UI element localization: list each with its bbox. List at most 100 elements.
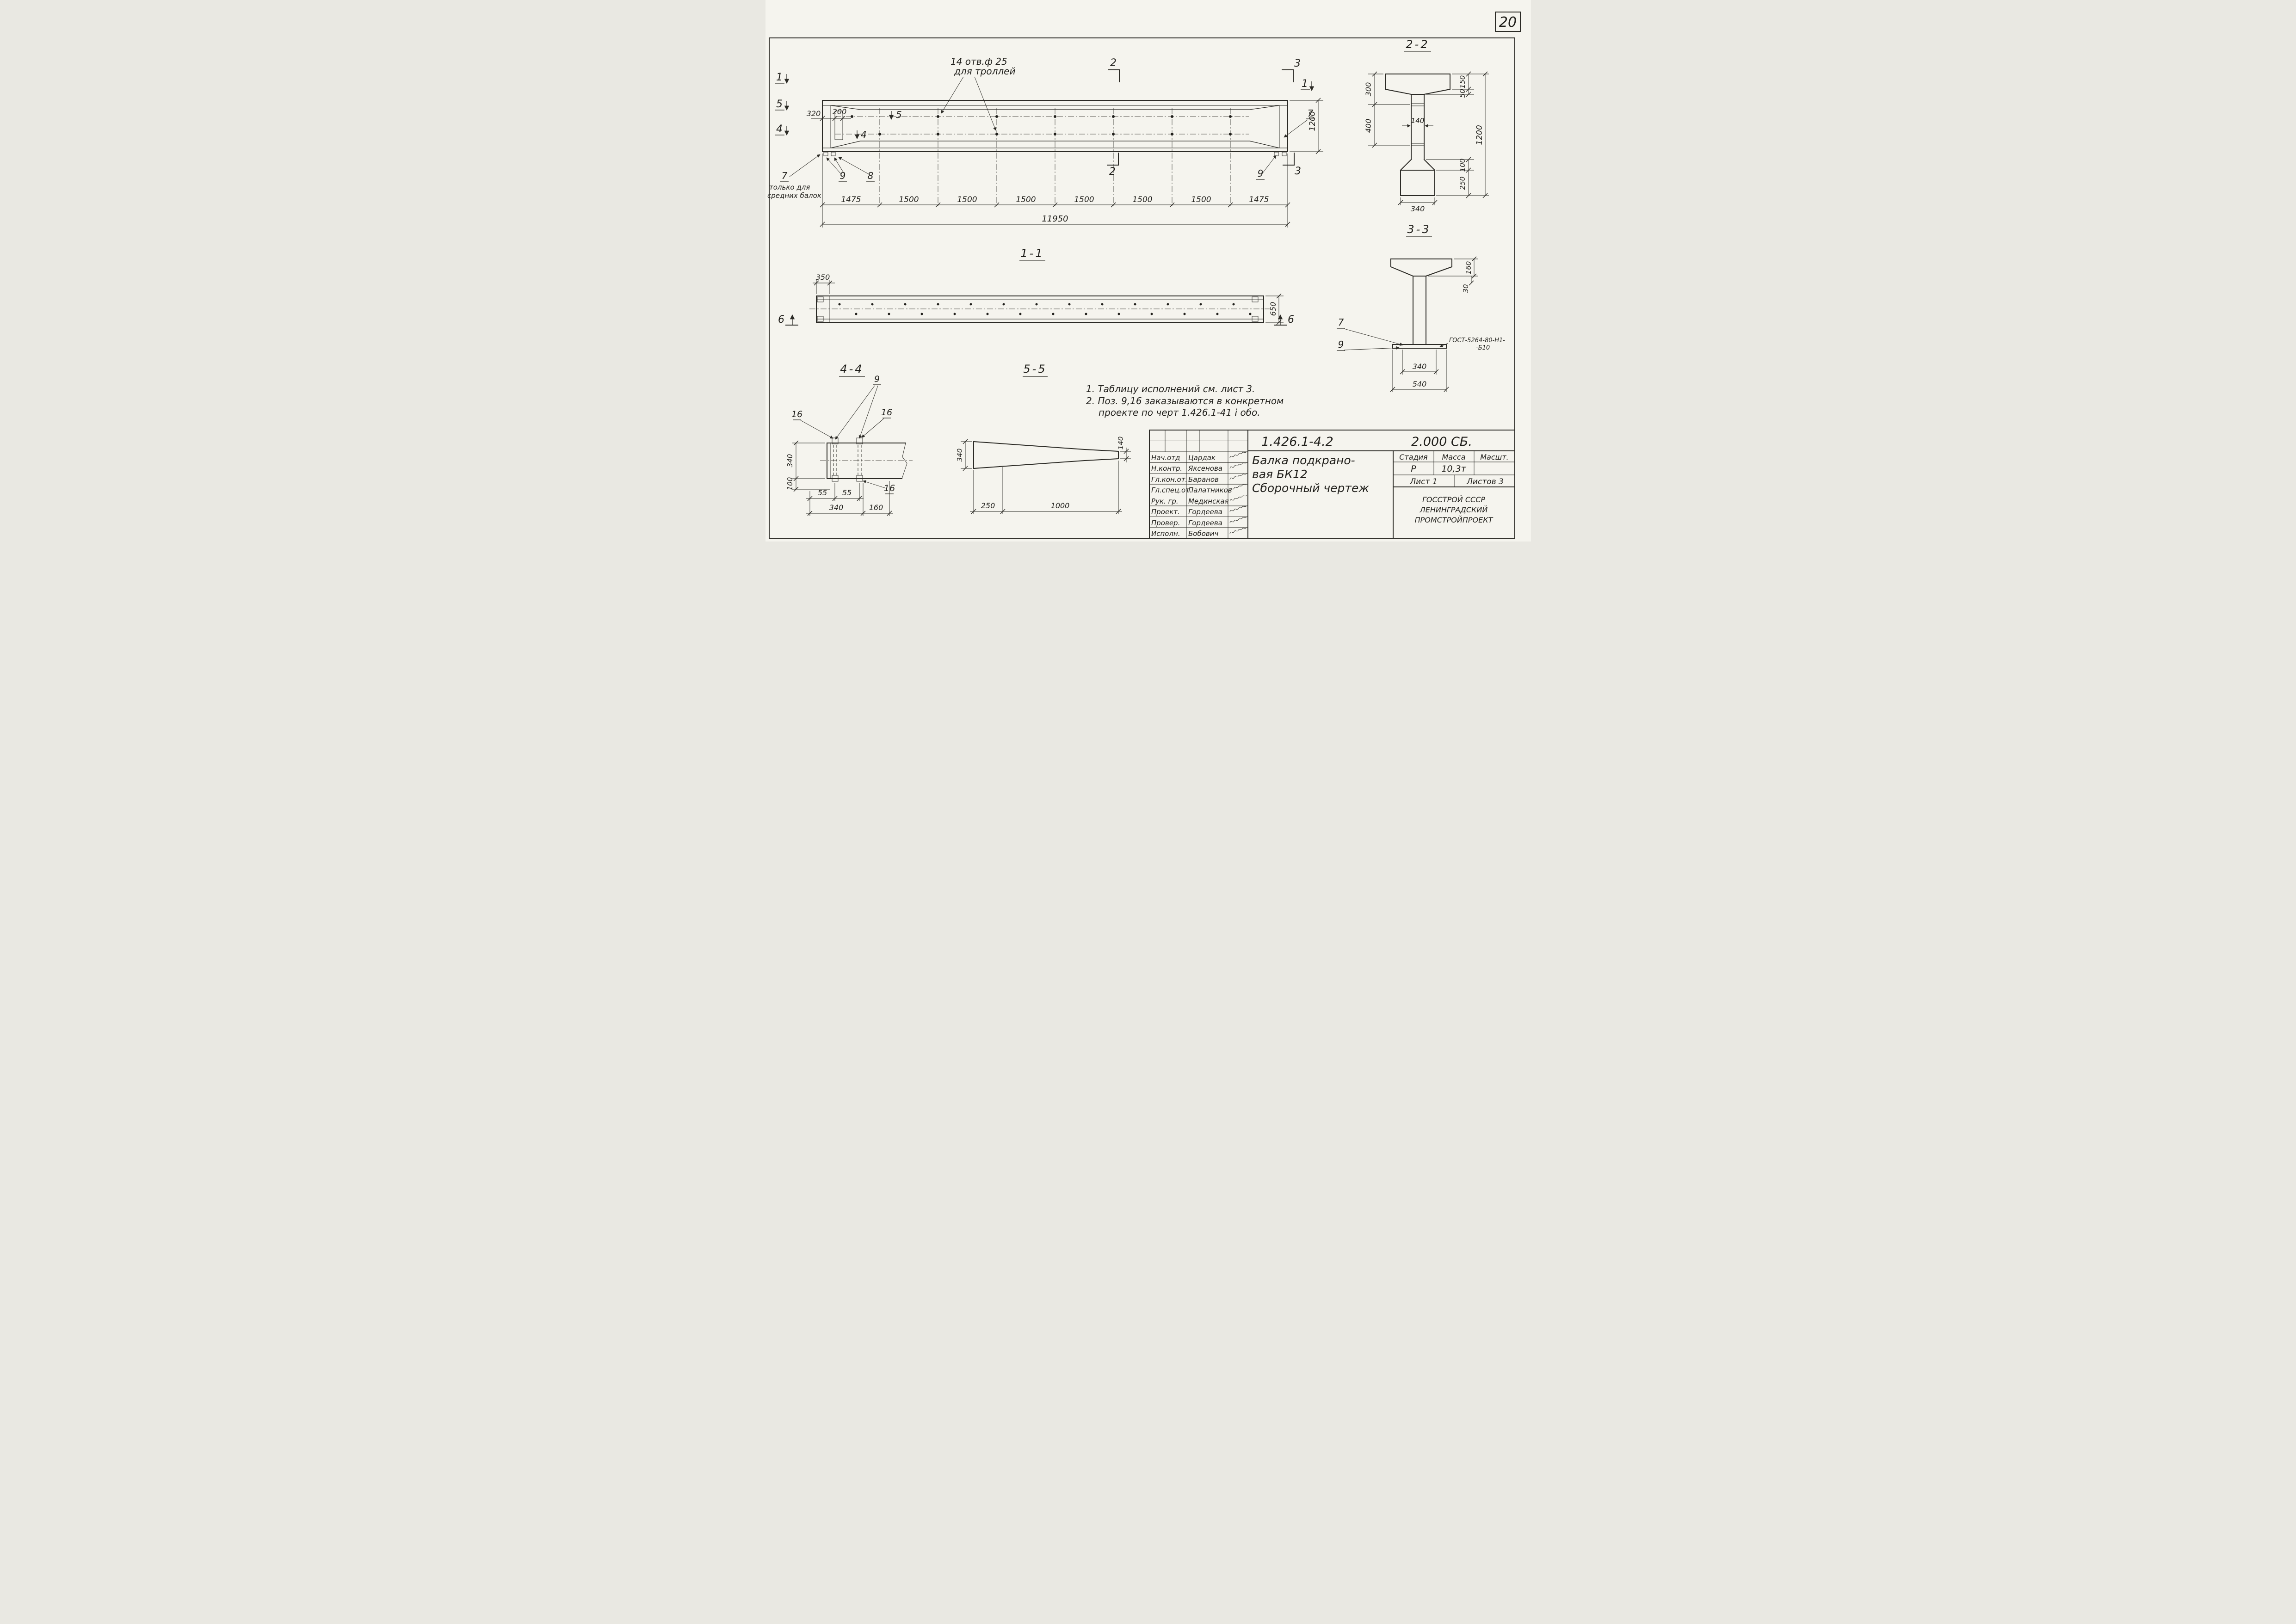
doc-title-line1: Балка подкрано- bbox=[1252, 454, 1355, 467]
section-marker-4: 4 bbox=[861, 129, 867, 140]
cut-2-top bbox=[1107, 69, 1120, 82]
doc-title-line3: Сборочный чертеж bbox=[1252, 481, 1369, 495]
dim-320: 320 bbox=[806, 109, 821, 118]
dim-segment: 1500 bbox=[1016, 195, 1036, 204]
dim-160: 160 bbox=[1464, 261, 1473, 275]
dim-height-1200: 1200 bbox=[1308, 111, 1317, 131]
section-2-2-flange bbox=[1384, 74, 1450, 95]
pos-label-9: 9 bbox=[874, 374, 879, 384]
role-label: Гл.спец.от. bbox=[1151, 486, 1192, 494]
dim-1000: 1000 bbox=[1050, 501, 1069, 510]
weld-note-leader bbox=[1439, 343, 1448, 347]
dim-340: 340 bbox=[1410, 204, 1425, 213]
doc-number: 1.426.1-4.2 bbox=[1261, 435, 1333, 449]
dim-650: 650 bbox=[1269, 302, 1278, 316]
dim-160: 160 bbox=[869, 503, 883, 512]
section-2-2-bottom-block bbox=[1400, 170, 1435, 196]
section-3-3-base-plate bbox=[1392, 344, 1447, 349]
break-line bbox=[901, 443, 907, 479]
dim-segment: 1475 bbox=[1249, 195, 1269, 204]
dim-140: 140 bbox=[1117, 437, 1125, 450]
dim-30: 30 bbox=[1462, 284, 1470, 293]
name-label: Гордеева bbox=[1188, 519, 1222, 527]
section-5-5: 5-5 340 140 250 1000 bbox=[956, 363, 1131, 514]
dimension-chain: 1475 1500 1500 1500 1500 1500 1500 1475 … bbox=[820, 154, 1290, 228]
pos-label-7: 7 bbox=[781, 170, 787, 181]
sheet-label: Лист 1 bbox=[1409, 477, 1437, 486]
dim-1200: 1200 bbox=[1475, 125, 1484, 145]
dim-340: 340 bbox=[956, 449, 964, 462]
section-marker-3: 3 bbox=[1295, 166, 1301, 177]
signature-rows: Нач.отд Цардак Н.контр. Яксенова Гл.кон.… bbox=[1151, 454, 1232, 538]
plan-holes bbox=[838, 303, 1251, 315]
cut-3-top bbox=[1281, 69, 1294, 82]
section-marker-4: 4 bbox=[776, 123, 783, 135]
role-label: Проект. bbox=[1151, 508, 1180, 516]
dim-55: 55 bbox=[817, 488, 827, 497]
dim-250: 250 bbox=[1458, 177, 1467, 190]
centerlines bbox=[834, 108, 1249, 208]
holes-note-leader bbox=[941, 76, 963, 114]
weld-gost-note-line1: ГОСТ-5264-80-Н1- bbox=[1449, 337, 1505, 344]
view-markers-left: 1 5 4 bbox=[775, 72, 789, 136]
drawing-canvas: 20 bbox=[767, 12, 1521, 539]
dim-segment: 1500 bbox=[957, 195, 977, 204]
sheets-label: Листов 3 bbox=[1466, 477, 1504, 486]
pos-label-9: 9 bbox=[839, 170, 846, 181]
pos-16-leader bbox=[800, 420, 833, 439]
cut-2-bottom bbox=[1106, 153, 1119, 166]
pos-9-leader bbox=[826, 157, 841, 175]
pos-8-leader bbox=[838, 157, 869, 175]
weld-gost-note-line2: -Б10 bbox=[1476, 344, 1490, 351]
section-marker-3: 3 bbox=[1294, 58, 1301, 69]
pos-16-leader bbox=[862, 480, 886, 489]
section-3-3-flange bbox=[1390, 258, 1452, 277]
dim-segment: 1500 bbox=[1074, 195, 1094, 204]
title-block: Нач.отд Цардак Н.контр. Яксенова Гл.кон.… bbox=[1148, 430, 1515, 539]
section-2-2: 2-2 300 400 140 150 50 100 250 1200 340 bbox=[1364, 38, 1489, 213]
note-middle-beams-1: только для bbox=[769, 183, 810, 191]
pos-16-leader bbox=[861, 418, 884, 438]
pos-label-7: 7 bbox=[1338, 317, 1344, 328]
section-1-1: 1-1 350 650 6 6 bbox=[778, 247, 1294, 326]
section-marker-2: 2 bbox=[1109, 166, 1116, 178]
dim-55: 55 bbox=[842, 488, 851, 497]
beam-outline bbox=[821, 100, 1288, 152]
name-label: Баранов bbox=[1188, 475, 1219, 484]
col-stage: Стадия bbox=[1399, 453, 1428, 461]
pos-label-16: 16 bbox=[791, 409, 802, 419]
pos-9-leader bbox=[1262, 155, 1276, 173]
dim-340: 340 bbox=[1412, 362, 1426, 371]
holes-note-line1: 14 отв.ф 25 bbox=[950, 56, 1007, 67]
pos-label-7: 7 bbox=[1307, 108, 1313, 119]
role-label: Нач.отд bbox=[1151, 454, 1180, 462]
section-marker-5: 5 bbox=[776, 98, 783, 110]
org-line3: ПРОМСТРОЙПРОЕКТ bbox=[1414, 516, 1493, 524]
signatures bbox=[1229, 451, 1247, 534]
pos-label-8: 8 bbox=[867, 170, 873, 181]
pos-9-leader bbox=[858, 385, 878, 439]
dim-250: 250 bbox=[981, 501, 995, 510]
section-marker-1: 1 bbox=[1302, 78, 1308, 90]
section-1-1-title: 1-1 bbox=[1020, 247, 1044, 260]
name-label: Яксенова bbox=[1188, 464, 1222, 473]
dim-segment: 1500 bbox=[899, 195, 919, 204]
dim-100: 100 bbox=[786, 477, 794, 491]
note-line-2: 2. Поз. 9,16 заказываются в конкретном bbox=[1086, 395, 1284, 406]
section-4-4: 4-4 16 16 16 9 340 100 55 55 340 160 bbox=[786, 363, 913, 516]
dim-340: 340 bbox=[786, 454, 794, 468]
dim-140: 140 bbox=[1411, 117, 1424, 125]
bearing-plates bbox=[823, 152, 1286, 156]
dim-segment: 1500 bbox=[1132, 195, 1152, 204]
sheet-frame: 20 bbox=[768, 12, 1521, 539]
pos-7-leader bbox=[1283, 119, 1308, 138]
pos-9-leader bbox=[1344, 346, 1400, 351]
name-label: Цардак bbox=[1188, 454, 1216, 462]
role-label: Исполн. bbox=[1151, 529, 1180, 538]
trolley-holes bbox=[850, 115, 1232, 135]
section-4-4-title: 4-4 bbox=[840, 363, 864, 375]
dim-50: 50 bbox=[1458, 89, 1467, 98]
dim-segment: 1500 bbox=[1191, 195, 1211, 204]
holes-note-leader bbox=[974, 76, 996, 131]
name-label: Палатников bbox=[1188, 486, 1232, 494]
